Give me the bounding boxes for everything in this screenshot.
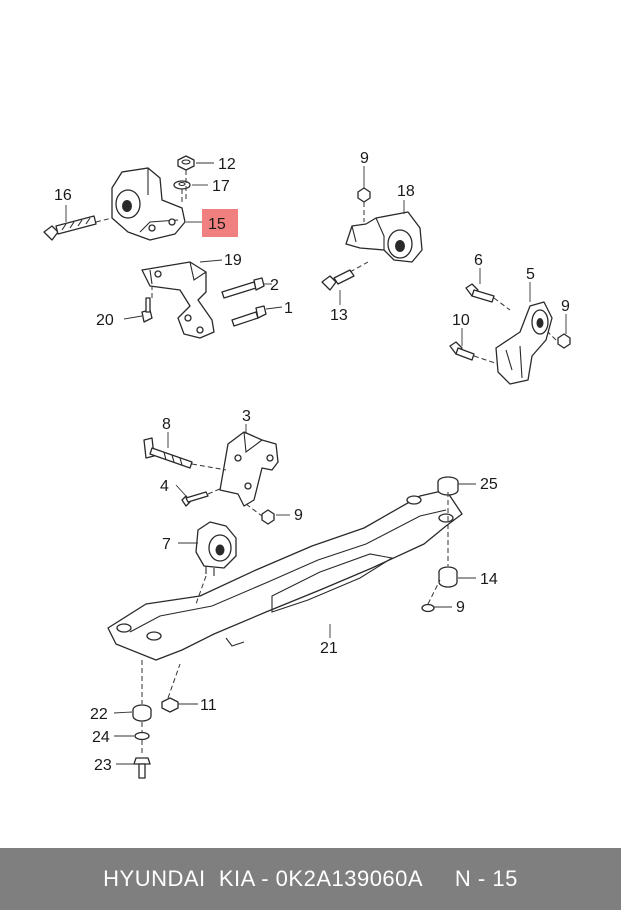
callout-4: 4 (160, 478, 169, 495)
bolt-6 (465, 283, 495, 303)
engine-mount-15 (111, 167, 186, 241)
callout-17: 17 (212, 178, 230, 195)
bushing-14 (438, 566, 458, 588)
mount-18 (345, 211, 423, 263)
callout-22: 22 (90, 706, 108, 723)
nut-9-mid (261, 509, 275, 525)
callout-9-low: 9 (456, 599, 465, 616)
bolt-23 (133, 757, 151, 779)
callout-10: 10 (452, 312, 470, 329)
bolt-8 (143, 437, 193, 469)
callout-16: 16 (54, 187, 72, 204)
callout-13: 13 (330, 307, 348, 324)
callout-11: 11 (200, 697, 217, 714)
assembly-lines (95, 170, 557, 756)
washer-9-low (421, 603, 435, 613)
callout-9-mid: 9 (294, 507, 303, 524)
callout-23: 23 (94, 757, 112, 774)
callout-12: 12 (218, 156, 236, 173)
bolt-2 (221, 277, 265, 299)
bolt-20 (141, 297, 153, 323)
bushing-22 (132, 704, 152, 722)
leader-lines (65, 162, 567, 765)
callout-labels: 16 12 17 15 19 2 1 20 9 18 13 6 5 9 10 8… (54, 150, 570, 774)
nut-9-top (357, 187, 371, 203)
footer-bar: HYUNDAI KIA - 0K2A139060A N - 15 (0, 848, 621, 910)
bolt-10 (449, 341, 475, 361)
bracket-19 (141, 261, 215, 339)
bolt-4 (181, 491, 209, 507)
callout-21: 21 (320, 640, 338, 657)
bushing-25 (437, 476, 459, 496)
callout-3: 3 (242, 408, 251, 425)
callout-6: 6 (474, 252, 483, 269)
mount-7 (195, 521, 237, 576)
callout-15: 15 (208, 216, 226, 233)
crossmember-21 (107, 489, 463, 661)
nut-9-right (557, 333, 571, 349)
callout-24: 24 (92, 729, 110, 746)
callout-7: 7 (162, 536, 171, 553)
bolt-13 (321, 269, 355, 291)
callout-20: 20 (96, 312, 114, 329)
parts-diagram: 16 12 17 15 19 2 1 20 9 18 13 6 5 9 10 8… (43, 150, 571, 779)
callout-8: 8 (162, 416, 171, 433)
highlight-box-15 (202, 209, 238, 237)
mount-5 (495, 301, 553, 385)
callout-5: 5 (526, 266, 535, 283)
bolt-16 (43, 215, 97, 241)
footer-text: HYUNDAI KIA - 0K2A139060A N - 15 (103, 866, 518, 891)
callout-2: 2 (270, 277, 279, 294)
callout-9-top: 9 (360, 150, 369, 167)
nut-12 (177, 155, 195, 171)
callout-14: 14 (480, 571, 498, 588)
washer-17 (173, 180, 191, 190)
bracket-3 (219, 431, 279, 507)
callout-18: 18 (397, 183, 415, 200)
washer-24 (134, 731, 150, 741)
callout-19: 19 (224, 252, 242, 269)
callout-9-right: 9 (561, 298, 570, 315)
callout-25: 25 (480, 476, 498, 493)
callout-1: 1 (284, 300, 293, 317)
nut-11 (161, 697, 179, 713)
bolt-1 (231, 305, 267, 327)
